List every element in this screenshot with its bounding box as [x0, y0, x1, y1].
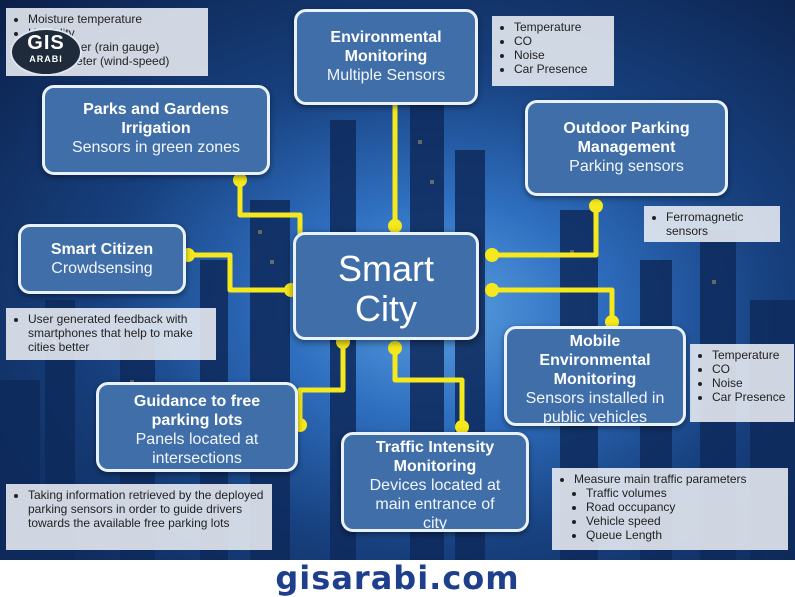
connector-traffic: [392, 345, 465, 430]
node-title: Monitoring: [344, 48, 428, 65]
node-title: Monitoring: [393, 458, 477, 475]
node-subtitle: Multiple Sensors: [326, 67, 446, 84]
connector-dot: [388, 219, 402, 233]
note-citizen: User generated feedback with smartphones…: [6, 308, 216, 360]
note-item: User generated feedback with smartphones…: [28, 312, 210, 354]
note-item: Car Presence: [712, 390, 788, 404]
node-environmental-monitoring: Environmental Monitoring Multiple Sensor…: [294, 9, 478, 105]
note-sub-item: Queue Length: [586, 528, 782, 542]
connector-dot: [485, 283, 499, 297]
node-subtitle: city: [423, 515, 447, 532]
connector-dot: [605, 315, 619, 329]
note-item: CO: [712, 362, 788, 376]
note-item: Temperature: [514, 20, 608, 34]
note-item: Ferromagnetic sensors: [666, 210, 774, 238]
diagram-canvas: Moisture temperature Humidity Pluviomete…: [0, 0, 795, 560]
node-subtitle: Panels located at: [135, 431, 259, 448]
connector-dot: [233, 173, 247, 187]
node-title: parking lots: [151, 412, 243, 429]
node-traffic-intensity: Traffic Intensity Monitoring Devices loc…: [341, 432, 529, 532]
node-mobile-environmental: Mobile Environmental Monitoring Sensors …: [504, 326, 686, 426]
node-title: Outdoor Parking: [563, 120, 690, 137]
node-subtitle: intersections: [152, 450, 242, 467]
note-sub-item: Road occupancy: [586, 500, 782, 514]
node-subtitle: Crowdsensing: [51, 260, 153, 277]
note-ferromagnetic: Ferromagnetic sensors: [644, 206, 780, 242]
node-title: Monitoring: [553, 371, 637, 388]
note-traffic-parameters: Measure main traffic parameters Traffic …: [552, 468, 788, 550]
site-name: gisarabi.com: [275, 559, 520, 597]
connector-dot: [485, 248, 499, 262]
node-title: Parks and Gardens: [83, 101, 229, 118]
footer-watermark: gisarabi.com: [0, 560, 795, 597]
note-mobile-sensors: Temperature CO Noise Car Presence: [690, 344, 794, 422]
note-item: Moisture temperature: [28, 12, 202, 26]
center-title: City: [355, 288, 417, 329]
note-item: CO: [514, 34, 608, 48]
center-title: Smart: [337, 248, 434, 289]
node-smart-citizen: Smart Citizen Crowdsensing: [18, 224, 186, 294]
node-title: Guidance to free: [133, 393, 261, 410]
node-title: Mobile: [569, 333, 621, 350]
node-subtitle: Sensors in green zones: [71, 139, 241, 156]
connector-parking: [489, 203, 599, 258]
node-smart-city: Smart City: [293, 232, 479, 340]
note-item: Car Presence: [514, 62, 608, 76]
connector-dot: [455, 420, 469, 434]
node-subtitle: Parking sensors: [569, 158, 684, 175]
node-subtitle: Sensors installed in: [525, 390, 665, 407]
note-item: Taking information retrieved by the depl…: [28, 488, 266, 530]
node-subtitle: public vehicles: [542, 409, 648, 426]
gis-arabi-logo: GIS ARABI: [10, 28, 82, 76]
note-guidance: Taking information retrieved by the depl…: [6, 484, 272, 550]
connector-guidance: [297, 339, 346, 428]
note-item: Noise: [712, 376, 788, 390]
connector-citizen: [185, 252, 296, 293]
logo-text-sub: ARABI: [29, 54, 63, 64]
connector-dot: [388, 341, 402, 355]
note-sub-item: Vehicle speed: [586, 514, 782, 528]
node-parks-gardens-irrigation: Parks and Gardens Irrigation Sensors in …: [42, 85, 270, 175]
node-outdoor-parking: Outdoor Parking Management Parking senso…: [525, 100, 728, 196]
note-item: Temperature: [712, 348, 788, 362]
note-item: Noise: [514, 48, 608, 62]
node-subtitle: Devices located at: [369, 477, 501, 494]
node-title: Irrigation: [121, 120, 191, 137]
connector-mobile: [489, 287, 615, 325]
connector-dot: [589, 199, 603, 213]
logo-text-main: GIS: [27, 32, 65, 54]
node-title: Management: [577, 139, 676, 156]
note-sub-item: Traffic volumes: [586, 486, 782, 500]
node-title: Smart Citizen: [50, 241, 154, 258]
note-environmental-sensors: Temperature CO Noise Car Presence: [492, 16, 614, 86]
node-subtitle: main entrance of: [375, 496, 495, 513]
note-item: Measure main traffic parameters: [574, 472, 782, 486]
node-title: Environmental: [330, 29, 442, 46]
node-guidance-parking: Guidance to free parking lots Panels loc…: [96, 382, 298, 472]
node-title: Traffic Intensity: [375, 439, 495, 456]
node-title: Environmental: [539, 352, 651, 369]
